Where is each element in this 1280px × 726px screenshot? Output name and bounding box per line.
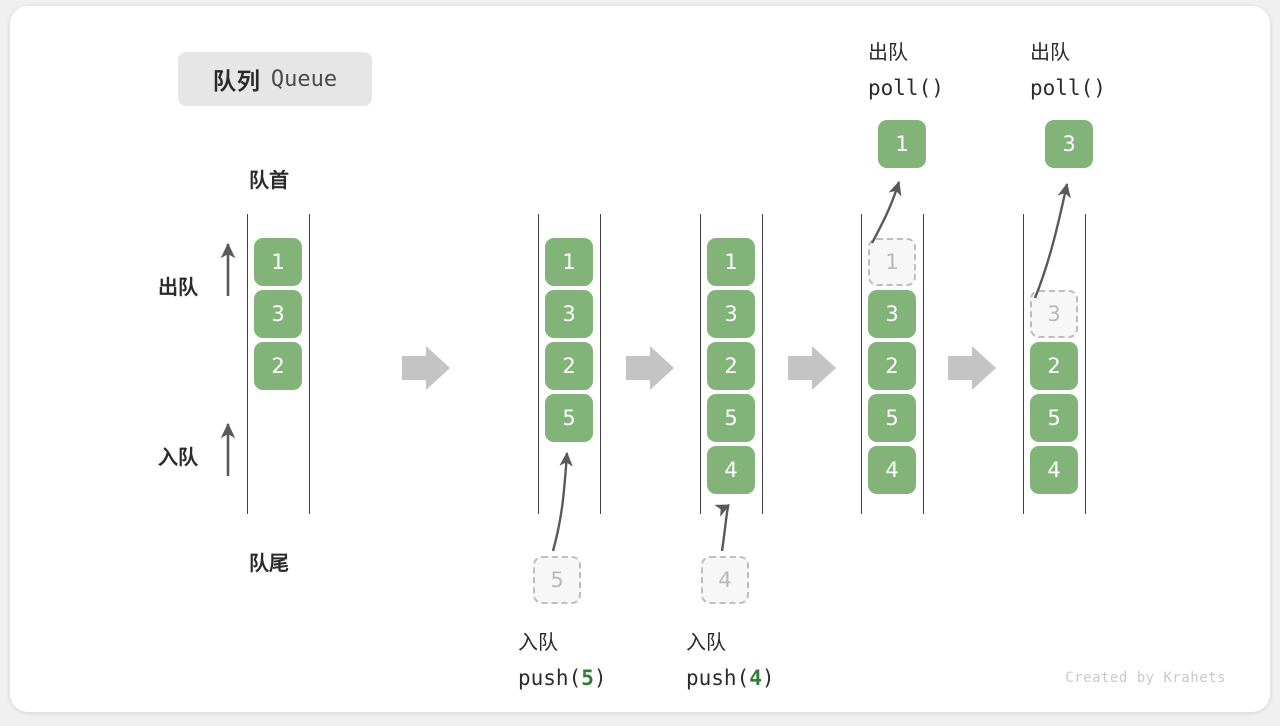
poll-1-label-code: poll() <box>868 76 944 100</box>
queue-cell: 4 <box>707 446 755 494</box>
title-chinese: 队列 <box>212 69 261 95</box>
step-arrow-3 <box>788 346 836 390</box>
poll-1-arrow <box>870 180 902 244</box>
queue-rail-right <box>923 214 924 514</box>
queue-cell: 2 <box>868 342 916 390</box>
queue-rail-right <box>600 214 601 514</box>
title-badge: 队列 Queue <box>178 52 372 106</box>
queue-cell: 3 <box>707 290 755 338</box>
queue-cell: 5 <box>707 394 755 442</box>
diagram-stage: 队列 Queue 队首 队尾 出队 入队 1 3 2 1 3 2 5 5 入队 … <box>10 6 1270 712</box>
queue-cell: 4 <box>868 446 916 494</box>
incoming-element-ghost: 4 <box>701 556 749 604</box>
queue-front-label: 队首 <box>249 168 289 192</box>
queue-cell: 3 <box>868 290 916 338</box>
diagram-vectors <box>220 180 1071 552</box>
push-5-label-cn: 入队 <box>518 630 558 654</box>
push-4-label-arg: 4 <box>749 666 762 690</box>
queue-cell: 5 <box>868 394 916 442</box>
queue-rail-right <box>309 214 310 514</box>
queue-rail-left <box>861 214 862 514</box>
popped-element: 3 <box>1045 120 1093 168</box>
credit-text: Created by Krahets <box>1065 670 1226 686</box>
queue-rail-left <box>538 214 539 514</box>
queue-cell: 3 <box>545 290 593 338</box>
poll-1-label: 出队 poll() <box>868 34 944 106</box>
push-4-label-cn: 入队 <box>686 630 726 654</box>
push-5-label-code-end: ) <box>593 666 607 690</box>
queue-rail-right <box>762 214 763 514</box>
queue-cell: 2 <box>254 342 302 390</box>
push-4-label-code-end: ) <box>761 666 775 690</box>
queue-cell: 2 <box>1030 342 1078 390</box>
queue-cell: 2 <box>707 342 755 390</box>
queue-cell: 1 <box>707 238 755 286</box>
step-arrow-2 <box>626 346 674 390</box>
poll-1-label-cn: 出队 <box>868 40 908 64</box>
push-5-label-code: push( <box>518 666 582 690</box>
push-4-arrow <box>714 503 731 552</box>
push-5-label: 入队 push(5) <box>518 624 607 696</box>
queue-cell: 5 <box>1030 394 1078 442</box>
diagram-card: 队列 Queue 队首 队尾 出队 入队 1 3 2 1 3 2 5 5 入队 … <box>10 6 1270 712</box>
push-4-label: 入队 push(4) <box>686 624 775 696</box>
queue-cell: 3 <box>254 290 302 338</box>
push-5-label-arg: 5 <box>581 666 594 690</box>
incoming-element-ghost: 5 <box>533 556 581 604</box>
queue-rail-left <box>1023 214 1024 514</box>
title-english: Queue <box>270 66 338 92</box>
queue-rail-left <box>700 214 701 514</box>
push-5-arrow <box>551 451 573 552</box>
poll-3-label-cn: 出队 <box>1030 40 1070 64</box>
queue-cell-ghost: 3 <box>1030 290 1078 338</box>
queue-cell: 4 <box>1030 446 1078 494</box>
step-arrow-1 <box>402 346 450 390</box>
push-4-label-code: push( <box>686 666 750 690</box>
queue-cell: 5 <box>545 394 593 442</box>
poll-3-label: 出队 poll() <box>1030 34 1106 106</box>
queue-cell: 1 <box>545 238 593 286</box>
step-arrow-4 <box>948 346 996 390</box>
enqueue-direction-label: 入队 <box>158 445 198 469</box>
queue-cell-ghost: 1 <box>868 238 916 286</box>
popped-element: 1 <box>878 120 926 168</box>
poll-3-arrow <box>1033 182 1071 299</box>
dequeue-direction-label: 出队 <box>158 275 198 299</box>
queue-rear-label: 队尾 <box>249 551 289 575</box>
queue-rail-right <box>1085 214 1086 514</box>
queue-rail-left <box>247 214 248 514</box>
queue-cell: 1 <box>254 238 302 286</box>
queue-cell: 2 <box>545 342 593 390</box>
poll-3-label-code: poll() <box>1030 76 1106 100</box>
